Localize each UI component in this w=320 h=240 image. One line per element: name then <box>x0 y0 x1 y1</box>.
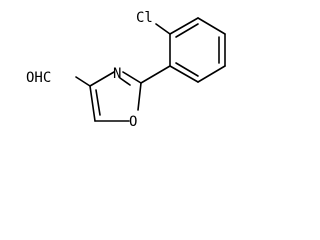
bond-ph3-ph4 <box>197 17 226 35</box>
bond-ph5-ph6 <box>197 65 226 83</box>
bond-c4-n3 <box>89 71 115 87</box>
atom-label-aldehyde: OHC <box>26 70 51 86</box>
bond-c2-phenyl <box>140 65 171 84</box>
bond-ph6-ph1 <box>169 65 199 83</box>
bond-ph2-ph3 <box>169 17 199 35</box>
bond-c2-n3-inner <box>119 77 131 86</box>
molecule-diagram: Cl N O OHC <box>26 10 226 130</box>
bond-c5-c4 <box>89 85 96 122</box>
bond-n3-c2 <box>122 71 142 84</box>
bond-c4-cho <box>75 76 91 87</box>
bond-c5-c4-inner <box>95 89 101 116</box>
bond-ph-inner-3 <box>175 62 199 77</box>
bond-c2-o1 <box>137 82 142 111</box>
bond-ph-inner-1 <box>175 23 199 38</box>
atom-label-oxygen: O <box>129 114 137 130</box>
chemical-structure-canvas: Cl N O OHC <box>0 0 251 143</box>
atom-label-chlorine: Cl <box>136 10 153 26</box>
bond-ph2-cl <box>155 23 171 35</box>
atom-label-nitrogen: N <box>113 66 121 82</box>
